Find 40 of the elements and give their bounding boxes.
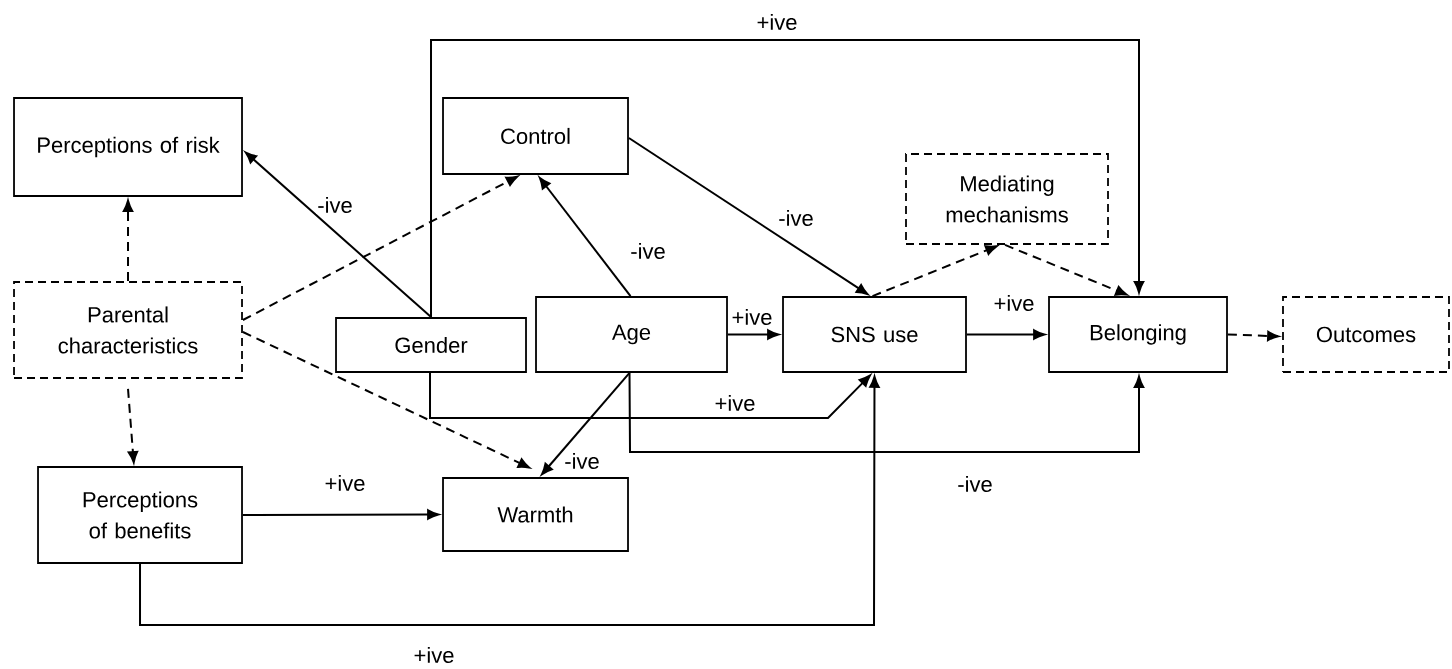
- arrow: [429, 371, 871, 419]
- edge-label: +ive: [323, 473, 367, 493]
- arrow: [241, 175, 519, 321]
- arrow: [244, 151, 432, 319]
- arrow: [1226, 330, 1280, 342]
- arrow: [241, 331, 530, 469]
- arrow: [541, 371, 631, 476]
- edge-label: +ive: [713, 393, 757, 413]
- arrow: [430, 39, 1145, 319]
- edge-label: -ive: [316, 195, 354, 215]
- edge-label: -ive: [629, 241, 667, 261]
- arrow: [628, 371, 1145, 453]
- edge-label: -ive: [563, 451, 601, 471]
- arrow: [726, 329, 780, 340]
- dashed-box: Outcomes: [1282, 296, 1450, 373]
- box: Perceptions of benefits: [37, 466, 243, 564]
- arrow: [241, 509, 440, 520]
- box: Gender: [335, 317, 527, 373]
- box: Control: [442, 97, 629, 175]
- dashed-box: Mediating mechanisms: [905, 153, 1109, 245]
- edge-label: +ive: [755, 12, 799, 32]
- arrow: [965, 329, 1046, 340]
- edge-label: +ive: [412, 645, 456, 665]
- box: Age: [535, 296, 728, 373]
- box: SNS use: [782, 296, 967, 373]
- arrow: [1004, 243, 1128, 296]
- edge-label: +ive: [992, 293, 1036, 313]
- arrow: [127, 387, 139, 464]
- arrow: [627, 137, 869, 295]
- arrow: [139, 375, 880, 626]
- edge-label: +ive: [730, 307, 774, 327]
- arrow: [538, 176, 632, 298]
- arrow: [871, 245, 998, 298]
- box: Warmth: [442, 477, 629, 552]
- box: Perceptions of risk: [13, 97, 243, 197]
- dashed-box: Parental characteristics: [13, 281, 243, 379]
- edge-label: -ive: [956, 474, 994, 494]
- box: Belonging: [1048, 296, 1228, 373]
- arrow: [122, 199, 134, 283]
- edge-label: -ive: [777, 208, 815, 228]
